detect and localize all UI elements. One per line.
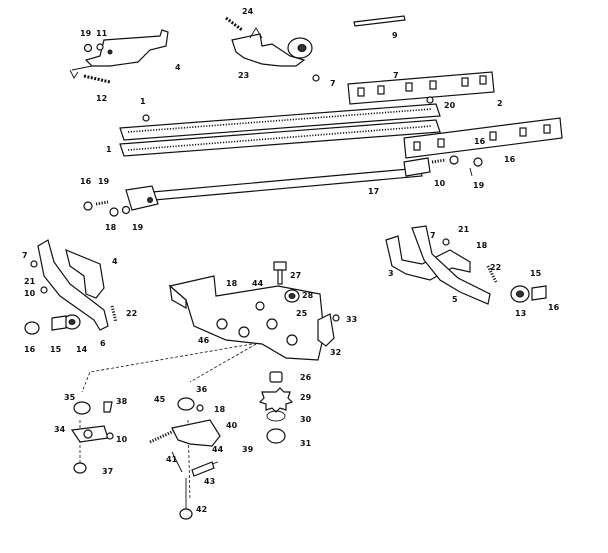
callout-35: 35 bbox=[64, 393, 76, 402]
leader-line-left bbox=[81, 343, 253, 393]
callout-16-lower-left: 16 bbox=[24, 345, 36, 354]
knob-parts-27-28 bbox=[273, 261, 300, 303]
callout-19-shaft: 19 bbox=[132, 223, 144, 232]
rail-part-2-lower bbox=[403, 117, 563, 159]
callout-16-right-lower: 16 bbox=[548, 303, 560, 312]
callout-4-left: 4 bbox=[112, 257, 118, 266]
bracket-part-4-top bbox=[69, 29, 169, 79]
callout-26: 26 bbox=[300, 373, 312, 382]
callout-44-top: 44 bbox=[252, 279, 264, 288]
callout-28: 28 bbox=[302, 291, 314, 300]
callout-5: 5 bbox=[452, 295, 458, 304]
callout-6: 6 bbox=[100, 339, 106, 348]
callout-10: 10 bbox=[434, 179, 446, 188]
callout-16-right: 16 bbox=[474, 137, 486, 146]
callout-40: 40 bbox=[226, 421, 238, 430]
callout-10-left: 10 bbox=[24, 289, 36, 298]
callout-14: 14 bbox=[76, 345, 88, 354]
lever-assembly-left bbox=[24, 239, 118, 335]
screw-part-19-11 bbox=[83, 43, 104, 53]
callout-13: 13 bbox=[515, 309, 526, 318]
callout-18: 18 bbox=[105, 223, 117, 232]
callout-39: 39 bbox=[242, 445, 254, 454]
callout-16-left: 16 bbox=[80, 177, 92, 186]
callout-45: 45 bbox=[154, 395, 166, 404]
callout-21-right: 21 bbox=[458, 225, 470, 234]
callout-44-lower: 44 bbox=[212, 445, 224, 454]
callout-7-right: 7 bbox=[430, 231, 436, 240]
callout-20: 20 bbox=[444, 101, 456, 110]
callout-41: 41 bbox=[166, 455, 178, 464]
lever-assembly-right bbox=[385, 225, 547, 305]
fasteners-shaft-right bbox=[431, 155, 483, 177]
shaft-part-17 bbox=[125, 157, 431, 211]
callout-16-right-2: 16 bbox=[504, 155, 516, 164]
callout-36: 36 bbox=[196, 385, 208, 394]
callout-17: 17 bbox=[368, 187, 379, 196]
bracket-part-32-33 bbox=[317, 313, 340, 347]
rack-part-1 bbox=[119, 103, 441, 157]
callout-labels: 24 9 19 11 4 12 23 7 7 20 2 1 1 16 16 10… bbox=[22, 7, 560, 514]
leader-line-bottom bbox=[79, 419, 191, 501]
gear-assembly-lower-center bbox=[149, 397, 221, 520]
callout-22-right: 22 bbox=[490, 263, 501, 272]
callout-32: 32 bbox=[330, 348, 341, 357]
callout-2: 2 bbox=[497, 99, 503, 108]
callout-19-right: 19 bbox=[473, 181, 485, 190]
callout-24: 24 bbox=[242, 7, 254, 16]
callout-37: 37 bbox=[102, 467, 113, 476]
callout-25: 25 bbox=[296, 309, 308, 318]
rail-part-2-upper bbox=[347, 71, 495, 105]
base-plate-part-25 bbox=[168, 275, 325, 361]
rod-part-9 bbox=[353, 15, 406, 27]
callout-42: 42 bbox=[196, 505, 207, 514]
motor-assembly-part-23 bbox=[225, 16, 320, 82]
callout-23: 23 bbox=[238, 71, 249, 80]
callout-7-rail: 7 bbox=[393, 71, 399, 80]
callout-15-left: 15 bbox=[50, 345, 62, 354]
callout-19: 19 bbox=[80, 29, 92, 38]
callout-9: 9 bbox=[392, 31, 398, 40]
callout-31: 31 bbox=[300, 439, 312, 448]
callout-10-lower: 10 bbox=[116, 435, 128, 444]
gear-assembly-lower-left bbox=[70, 401, 114, 474]
callout-3: 3 bbox=[388, 269, 394, 278]
callout-46: 46 bbox=[198, 336, 210, 345]
callout-12: 12 bbox=[96, 94, 107, 103]
callout-7-left: 7 bbox=[22, 251, 28, 260]
callout-33: 33 bbox=[346, 315, 357, 324]
callout-19-left: 19 bbox=[98, 177, 110, 186]
gear-stack-parts-26-31 bbox=[258, 371, 294, 444]
callout-4: 4 bbox=[175, 63, 181, 72]
callout-7: 7 bbox=[330, 79, 336, 88]
callout-38: 38 bbox=[116, 397, 128, 406]
callout-15-right: 15 bbox=[530, 269, 542, 278]
callout-1: 1 bbox=[106, 145, 112, 154]
callout-22-left: 22 bbox=[126, 309, 137, 318]
callout-29: 29 bbox=[300, 393, 312, 402]
callout-18-lower: 18 bbox=[214, 405, 226, 414]
callout-30: 30 bbox=[300, 415, 312, 424]
callout-34: 34 bbox=[54, 425, 66, 434]
callout-43: 43 bbox=[204, 477, 215, 486]
fasteners-shaft-left bbox=[83, 200, 131, 217]
callout-1-screw: 1 bbox=[140, 97, 146, 106]
leader-line-center bbox=[189, 343, 257, 383]
callout-21-left: 21 bbox=[24, 277, 36, 286]
callout-27: 27 bbox=[290, 271, 301, 280]
callout-18-right: 18 bbox=[476, 241, 488, 250]
callout-18-center: 18 bbox=[226, 279, 238, 288]
callout-11: 11 bbox=[96, 29, 108, 38]
spring-part-12 bbox=[83, 74, 111, 84]
